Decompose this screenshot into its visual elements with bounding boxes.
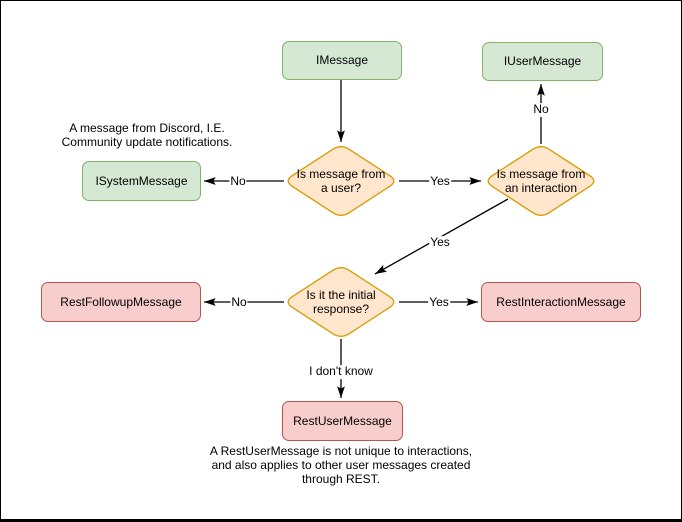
- decision-label-is-initial-response: Is it the initial response?: [306, 287, 376, 316]
- edge-label-user-yes: Yes: [429, 174, 451, 189]
- note-restusermessage: A RestUserMessage is not unique to inter…: [209, 444, 473, 486]
- node-imessage: IMessage: [282, 41, 402, 80]
- node-iusermessage: IUserMessage: [482, 42, 603, 81]
- note-isystemmessage: A message from Discord, I.E. Community u…: [61, 121, 233, 149]
- edge-label-initial-yes: Yes: [428, 295, 450, 310]
- edge-label-initial-unknown: I don't know: [308, 364, 374, 379]
- node-restinteractionmessage: RestInteractionMessage: [481, 282, 641, 322]
- edge-label-initial-no: No: [230, 295, 248, 310]
- node-isystemmessage: ISystemMessage: [82, 161, 201, 201]
- decision-label-is-from-user: Is message from a user?: [296, 166, 386, 195]
- edge-label-interaction-no: No: [532, 102, 550, 117]
- node-restfollowupmessage: RestFollowupMessage: [41, 282, 201, 322]
- edge-label-interaction-yes: Yes: [429, 235, 451, 250]
- node-restusermessage: RestUserMessage: [282, 401, 403, 441]
- edge-label-user-no: No: [229, 174, 247, 189]
- decision-label-is-from-interaction: Is message from an interaction: [496, 166, 586, 195]
